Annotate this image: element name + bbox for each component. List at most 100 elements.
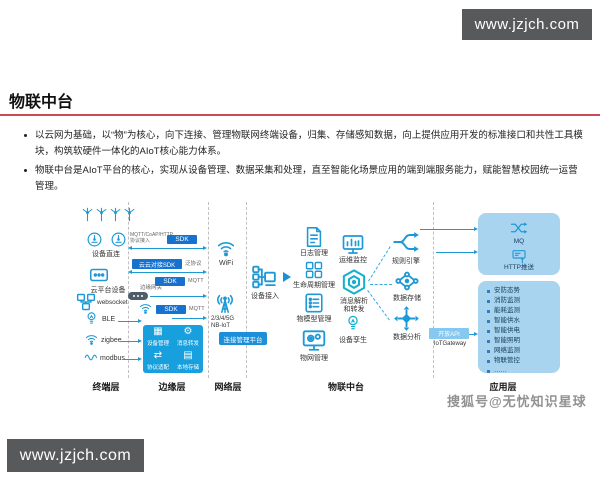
edge-gateway-icon [128,292,148,300]
arrow-left [128,245,132,250]
mqtt-label: MQTT [188,278,204,284]
edge-panel-cell: ⇄协议适配 [143,349,173,373]
terminal-cloud-label: 云平台设备 [90,287,126,294]
cellular-antenna-icon [214,292,236,314]
arrow-right [474,226,478,231]
modbus-wave-icon [84,350,99,365]
ble-label: BLE [102,316,116,323]
cloud-sdk-badge: 云云对接SDK [132,259,182,269]
network-mgmt-label: 物网管理 [300,355,328,362]
sdk-badge: SDK [167,235,197,244]
server-cluster-icon [76,292,96,312]
protocol-note: 泛协议 [185,261,202,267]
app-item: 智能照明 [484,336,560,346]
app-item: 智能供电 [484,326,560,336]
bulb-icon [84,310,99,325]
arrow-right [138,356,142,361]
watermark-bottom-left: www.jzjch.com [7,439,144,472]
dashed-link [370,284,392,285]
layer-label-terminal: 终端层 [92,382,120,392]
sensor-turbine-icon [80,207,95,222]
open-api-badge: 开放API [429,328,469,339]
data-analysis-label: 数据分析 [393,334,421,341]
mq-label: MQ [513,238,525,245]
edge-panel-label: 协议适配 [146,365,169,371]
http-push-icon [511,248,527,264]
watermark-bottom-text: www.jzjch.com [19,446,132,464]
arrow-right [138,318,142,323]
connector-line [131,248,203,249]
watermark-top-right: www.jzjch.com [462,9,592,40]
layer-label-platform: 物联中台 [327,382,364,392]
column-divider [433,202,434,378]
sdk-badge: SDK [155,277,185,286]
edge-panel-cell: ▤本地存储 [173,349,203,373]
arrow-right [474,249,478,254]
app-item: 安防态势 [484,286,560,296]
device-twin-bulb-icon [344,313,362,331]
mq-shuffle-icon [510,219,528,237]
data-analysis-cross-icon [393,305,420,332]
arrow-right [203,293,207,298]
sensor-turbine-icon [108,207,123,222]
device-access-label: 设备接入 [251,293,279,300]
websocket-label: websocket [97,299,128,306]
gauge-icon [110,231,127,248]
gateway-note: 边缘网关 [140,285,163,291]
log-mgmt-label: 日志管理 [300,250,328,257]
rule-engine-label: 规则引擎 [392,258,420,265]
message-hexagon-icon [340,268,368,296]
http-push-label: HTTP推送 [504,264,534,271]
app-item: 能耗监测 [484,306,560,316]
edge-panel-cell: ⚙消息转发 [173,325,203,349]
app-item: 网络监测 [484,346,560,356]
big-arrow-right [283,272,291,282]
cloud-device-icon [88,264,110,286]
rule-engine-branch-icon [392,228,420,256]
connector-line [131,272,203,273]
connector-line [120,341,138,342]
bullet-list: 以云网为基础，以“物”为核心，向下连接、管理物联网终端设备，归集、存储感知数据，… [22,128,584,199]
app-item: 智能供水 [484,316,560,326]
edge-function-panel: ▦ 设备管理 ⚙消息转发 ⇄协议适配 ▤本地存储 [143,325,203,373]
watermark-top-text: www.jzjch.com [474,16,580,33]
edge-panel-cell: ▦ 设备管理 [143,325,173,349]
connector-line [118,321,138,322]
lifecycle-mgmt-label: 生命周期管理 [293,282,335,289]
title-rule [0,114,600,116]
grid-icon: ▦ [153,326,163,337]
connector-line [122,359,138,360]
connector-line [436,252,474,253]
wifi-router-icon [138,300,153,315]
arrow-right [203,315,207,320]
dashed-link [368,246,391,282]
connector-line [172,318,203,319]
app-item: …… [484,366,560,376]
gear-icon: ⚙ [183,326,193,337]
iot-gateway-label: IoTGateway [433,341,467,347]
app-list-box: 安防态势 消防监测 能耗监测 智能供水 智能供电 智能照明 网络监测 物联管控 … [478,281,560,376]
cellular-label: 2/3/4/5G NB-IoT [211,316,235,330]
watermark-sohu: 搜狐号@无忧知识星球 [447,394,587,409]
gauge-icon [86,231,103,248]
zigbee-icon [84,331,99,346]
arrow-right [138,338,142,343]
mqtt-label: MQTT [189,306,205,312]
data-storage-molecule-icon [394,268,420,294]
app-push-box [478,213,560,275]
device-access-icon [251,264,277,290]
wifi-label: WiFi [219,260,233,267]
wifi-icon [215,236,237,258]
bullet-item: 以云网为基础，以“物”为核心，向下连接、管理物联网终端设备，归集、存储感知数据，… [22,128,584,160]
arrow-left [128,269,132,274]
message-parse-label: 消息解析 和转发 [340,298,368,314]
model-doclist-icon [303,292,325,314]
zigbee-label: zigbee [101,337,122,344]
arrow-right [203,245,207,250]
edge-protocol-note: MQTT/CoAP/HTTP协议接入 [130,232,174,245]
connector-line [469,334,475,335]
edge-panel-label: 设备管理 [146,341,169,347]
network-mgmt-monitor-icon [301,327,327,353]
connector-line [420,229,474,230]
